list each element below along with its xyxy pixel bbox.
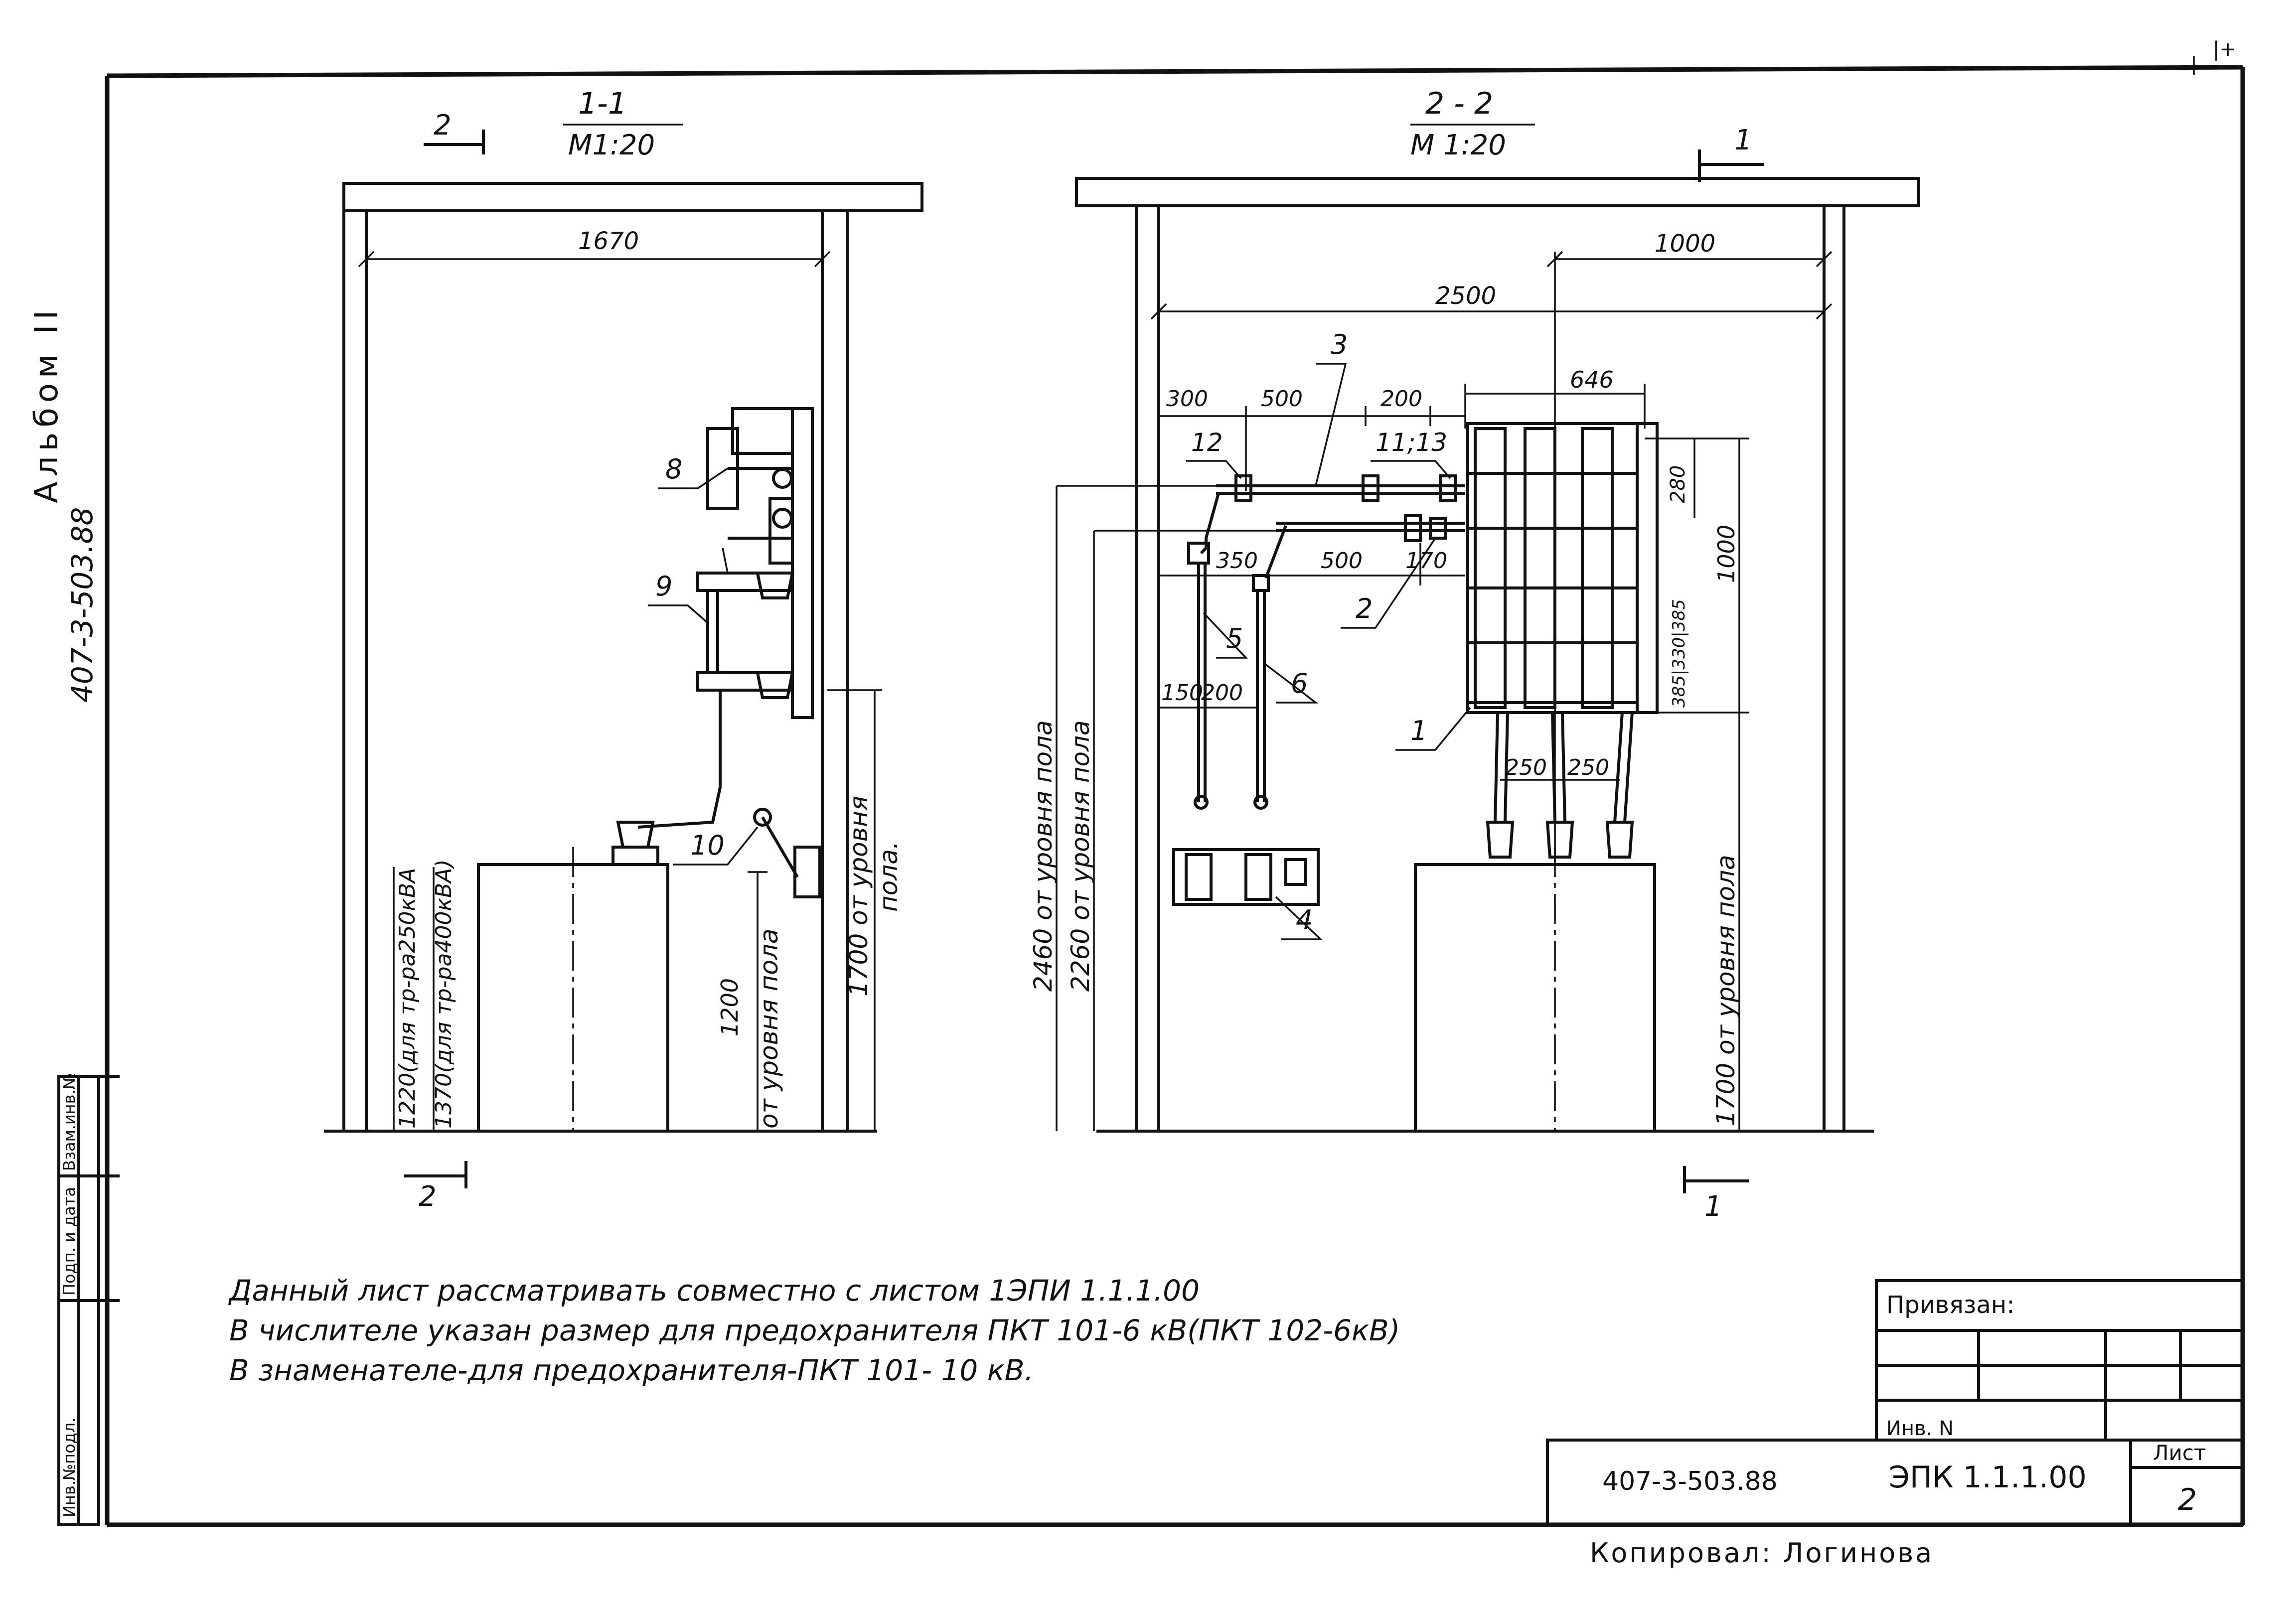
dim-280: 280 xyxy=(1667,465,1689,503)
corner-mark: |+ xyxy=(2213,38,2236,61)
vdim-2-2-left-b: 2260 от уровня пола xyxy=(1066,720,1095,992)
section-2-2-title: 2 - 2 xyxy=(1425,86,1493,121)
dim-646: 646 xyxy=(1570,366,1614,393)
section-1-1-scale: M1:20 xyxy=(568,129,655,161)
title-block xyxy=(1546,1279,2244,1526)
note-3: В знаменателе-для предохранителя-ПКТ 101… xyxy=(229,1353,1034,1387)
dim-1000: 1000 xyxy=(1655,230,1715,258)
dim-1000-vertical: 1000 xyxy=(1713,525,1740,583)
project-code-vertical: 407-3-503.88 xyxy=(65,507,99,703)
privyazan-label: Привязан: xyxy=(1886,1291,2014,1319)
dim-500b: 500 xyxy=(1321,548,1363,574)
callout-9: 9 xyxy=(655,571,672,602)
dim-200: 200 xyxy=(1380,386,1422,412)
vdim-1-1-right-value: 1700 от уровня xyxy=(844,796,873,997)
section-2-2-scale: M 1:20 xyxy=(1410,129,1506,161)
cut-mark-2-bottom: 2 xyxy=(419,1180,437,1213)
vdim-1-1-mid-value: 1200 xyxy=(716,978,743,1036)
callout-2: 4 xyxy=(1296,904,1313,936)
stamp-inv-podl: Инв.№подл. xyxy=(60,1418,79,1517)
callout-12: 12 xyxy=(1191,428,1223,457)
note-2: В числителе указан размер для предохрани… xyxy=(229,1313,1400,1347)
dim-300: 300 xyxy=(1166,386,1208,412)
callout-11-13: 11;13 xyxy=(1376,428,1447,457)
callout-4: 2 xyxy=(1356,593,1373,624)
dim-385-330-385: 385|330|385 xyxy=(1669,599,1689,708)
callout-3: 3 xyxy=(1331,329,1348,360)
stamp-vzam-inv: Взам.инв.№ xyxy=(60,1073,79,1171)
vdim-2-2-right: 1700 от уровня пола xyxy=(1711,855,1740,1126)
vdim-2-2-left-a: 2460 от уровня пола xyxy=(1029,720,1058,992)
callout-1: 1 xyxy=(1410,715,1427,746)
callout-10: 10 xyxy=(690,830,725,861)
dim-350: 350 xyxy=(1216,548,1258,574)
cut-mark-1-bottom: 1 xyxy=(1704,1190,1722,1223)
sheet-code: ЭПК 1.1.1.00 xyxy=(1889,1460,2087,1495)
section-2-2: 2 - 2 M 1:20 1 1 1000 2500 646 xyxy=(1056,86,1920,1223)
cut-mark-2-top: 2 xyxy=(434,109,452,142)
vdim-1-1-left-a: 1220(для тр-ра250кВА xyxy=(395,868,420,1129)
dim-1670: 1670 xyxy=(578,227,639,255)
dim-250b: 250 xyxy=(1567,755,1609,780)
cut-mark-1-top: 1 xyxy=(1734,124,1752,156)
section-1-1: 1-1 M1:20 2 2 1670 xyxy=(324,86,923,1213)
section-1-1-title: 1-1 xyxy=(578,86,627,121)
vdim-1-1-right-text: пола. xyxy=(874,841,903,912)
list-label: Лист xyxy=(2153,1441,2206,1465)
album-label: Альбом II xyxy=(28,305,65,503)
dim-200b: 200 xyxy=(1201,680,1243,706)
note-1: Данный лист рассматривать совместно с ли… xyxy=(228,1274,1200,1308)
inv-n-label: Инв. N xyxy=(1886,1417,1954,1440)
vdim-1-1-left-b: 1370(для тр-ра400кВА) xyxy=(431,860,457,1129)
dim-500a: 500 xyxy=(1261,386,1303,412)
list-number: 2 xyxy=(2178,1482,2197,1517)
stamp-podp-data: Подп. и дата xyxy=(60,1187,79,1296)
left-stamp xyxy=(57,1075,120,1526)
doc-code: 407-3-503.88 xyxy=(1602,1466,1778,1496)
callout-8: 8 xyxy=(665,453,682,485)
copied-by: Копировал: Логинова xyxy=(1590,1537,1934,1569)
vdim-1-1-mid-text: от уровня пола xyxy=(755,928,783,1129)
dim-250a: 250 xyxy=(1505,755,1547,780)
dim-2500: 2500 xyxy=(1435,282,1496,310)
dim-150: 150 xyxy=(1161,680,1203,706)
